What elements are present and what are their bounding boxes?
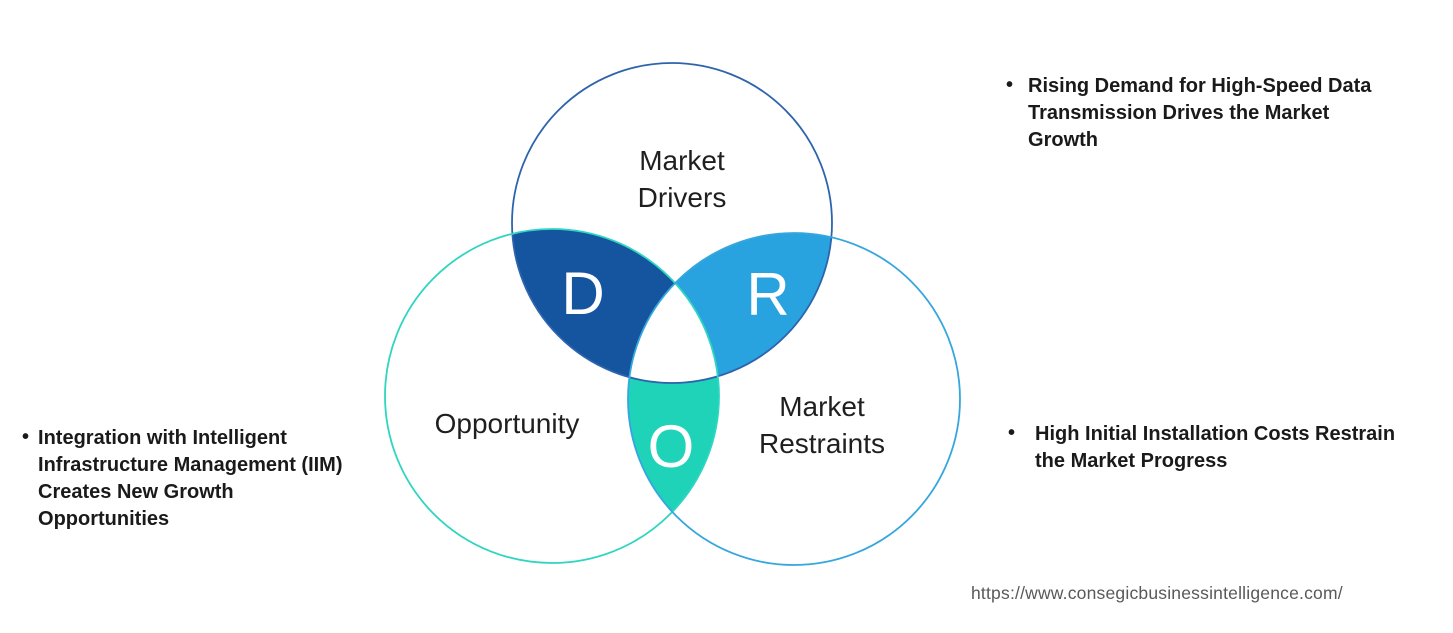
market-restraints-label-line1: Market [779, 391, 865, 422]
restraint-annotation-line: High Initial Installation Costs Restrain [1035, 423, 1396, 445]
restraints-overlap-region [628, 233, 832, 383]
opportunity-annotation-line: Opportunities [38, 508, 170, 530]
bullet-icon: • [1006, 74, 1014, 96]
opportunity-annotation-line: Integration with Intelligent [38, 427, 287, 449]
market-drivers-label-line2: Drivers [637, 182, 727, 213]
market-restraints-circle [627, 232, 961, 566]
market-drivers-circle [511, 62, 833, 384]
driver-annotation-text: Rising Demand for High-Speed Data Transm… [1028, 73, 1371, 154]
restraint-annotation-text: High Initial Installation Costs Restrain… [1035, 421, 1395, 475]
market-restraints-label-line2: Restraints [758, 428, 886, 459]
drivers-overlap-region [512, 229, 719, 383]
bullet-icon: • [22, 426, 30, 448]
opportunity-annotation-text: Integration with Intelligent Infrastruct… [38, 425, 342, 533]
market-restraints-label: Market Restraints [759, 388, 885, 462]
restraint-annotation-line: the Market Progress [1035, 450, 1228, 472]
opportunity-annotation-line: Creates New Growth [38, 481, 234, 503]
driver-annotation: • Rising Demand for High-Speed Data Tran… [1006, 73, 1371, 154]
opportunity-circle [384, 228, 720, 564]
opportunity-label: Opportunity [434, 408, 580, 439]
market-drivers-label-line1: Market [639, 145, 725, 176]
driver-annotation-line: Growth [1028, 129, 1099, 151]
driver-annotation-line: Rising Demand for High-Speed Data [1028, 75, 1372, 97]
driver-annotation-line: Transmission Drives the Market [1028, 102, 1330, 124]
market-drivers-label: Market Drivers [638, 142, 727, 216]
drivers-overlap-letter: D [561, 260, 605, 327]
bullet-icon: • [1008, 422, 1016, 444]
opportunity-overlap-letter: O [647, 413, 695, 480]
source-url: https://www.consegicbusinessintelligence… [971, 583, 1343, 603]
restraints-overlap-letter: R [746, 261, 790, 328]
opportunity-annotation: • Integration with Intelligent Infrastru… [22, 425, 343, 533]
opportunity-annotation-line: Infrastructure Management (IIM) [38, 454, 343, 476]
restraint-annotation: • High Initial Installation Costs Restra… [1008, 421, 1395, 475]
